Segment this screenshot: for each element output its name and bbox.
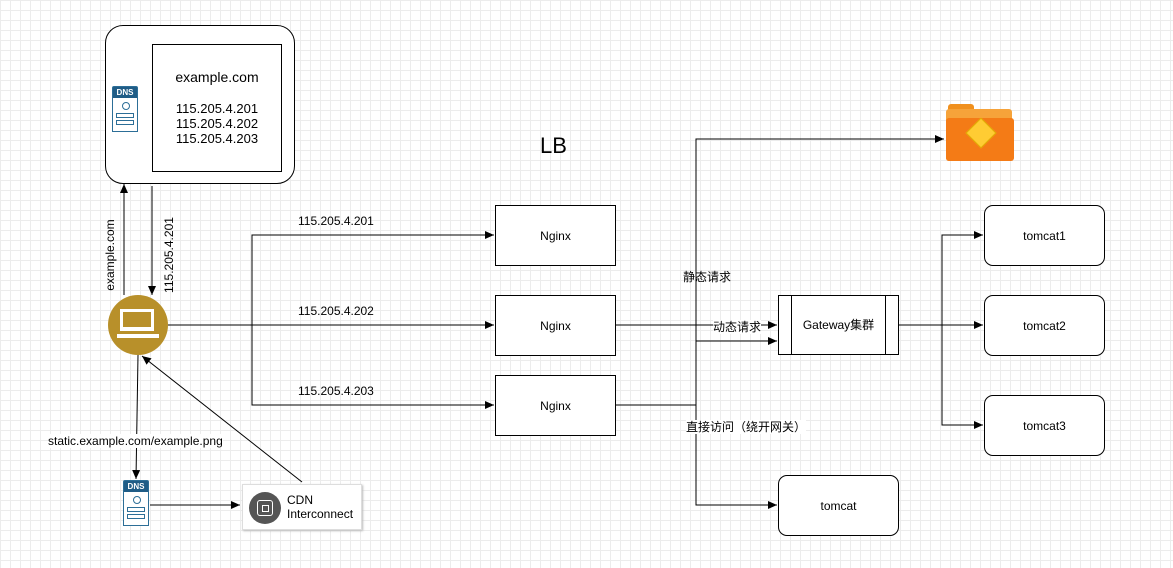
static-resource-folder-icon[interactable] bbox=[946, 104, 1014, 161]
dns-record-ip: 115.205.4.201 bbox=[175, 101, 259, 116]
route-label: 115.205.4.202 bbox=[298, 304, 374, 318]
dns-record-card: example.com 115.205.4.201 115.205.4.202 … bbox=[152, 44, 282, 172]
tomcat-node[interactable]: tomcat1 bbox=[984, 205, 1105, 266]
route-label: 115.205.4.203 bbox=[298, 384, 374, 398]
cdn-interconnect-node[interactable]: CDN Interconnect bbox=[242, 484, 362, 530]
nginx-node[interactable]: Nginx bbox=[495, 375, 616, 436]
dynamic-request-label: 动态请求 bbox=[713, 320, 762, 334]
lb-title: LB bbox=[540, 133, 567, 158]
dns-to-client-label: 115.205.4.201 bbox=[162, 217, 176, 293]
gateway-label: Gateway集群 bbox=[802, 317, 875, 332]
gateway-cluster[interactable]: Gateway集群 bbox=[778, 295, 899, 355]
direct-tomcat-node[interactable]: tomcat bbox=[778, 475, 899, 536]
route-label: 115.205.4.201 bbox=[298, 214, 374, 228]
dns-record-ip: 115.205.4.202 bbox=[175, 116, 259, 131]
nginx-node[interactable]: Nginx bbox=[495, 205, 616, 266]
static-dns-server-icon: DNS bbox=[123, 480, 149, 526]
static-url-label: static.example.com/example.png bbox=[48, 434, 223, 448]
direct-access-label: 直接访问（绕开网关） bbox=[686, 420, 807, 434]
nginx-node[interactable]: Nginx bbox=[495, 295, 616, 356]
dns-server-icon: DNS bbox=[112, 86, 138, 132]
client-to-dns-label: example.com bbox=[103, 219, 117, 291]
tomcat-node[interactable]: tomcat3 bbox=[984, 395, 1105, 456]
cdn-label-line2: Interconnect bbox=[287, 507, 354, 521]
client-computer-icon[interactable] bbox=[108, 295, 168, 355]
dns-record-ip: 115.205.4.203 bbox=[175, 131, 259, 146]
dns-icon-label: DNS bbox=[123, 480, 149, 492]
tomcat-node[interactable]: tomcat2 bbox=[984, 295, 1105, 356]
static-request-label: 静态请求 bbox=[683, 270, 732, 284]
cdn-label-line1: CDN bbox=[287, 493, 313, 507]
dns-record-domain: example.com bbox=[175, 69, 259, 85]
dns-icon-label: DNS bbox=[112, 86, 138, 98]
cdn-icon bbox=[249, 492, 281, 524]
